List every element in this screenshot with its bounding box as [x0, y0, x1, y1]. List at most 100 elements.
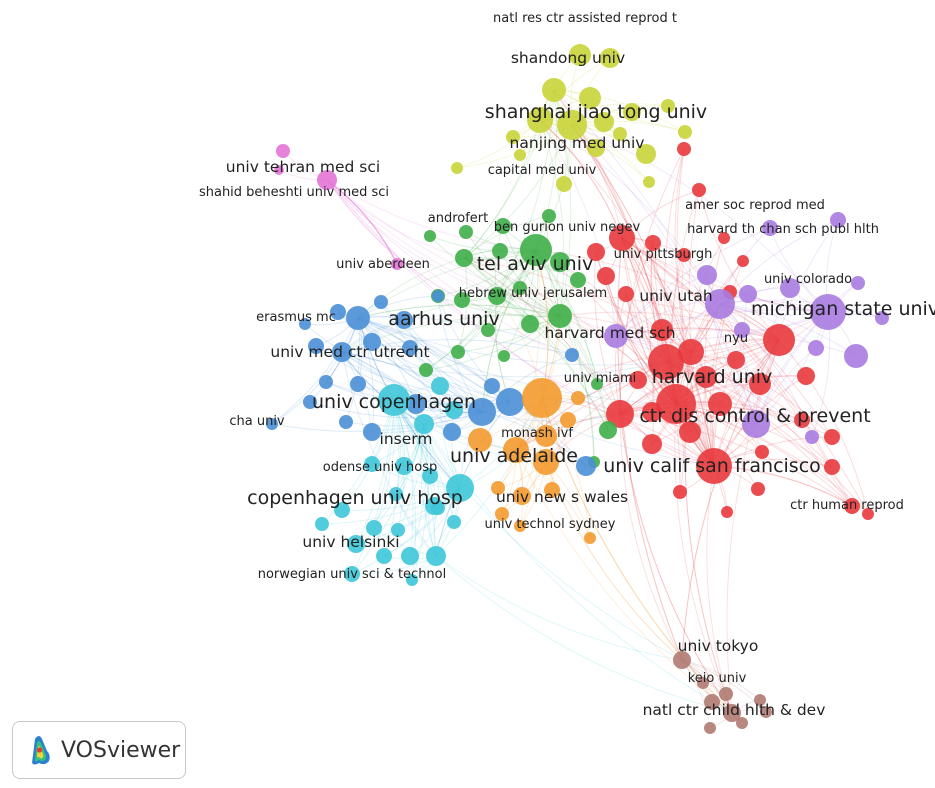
node-blue[interactable]	[484, 378, 500, 394]
node-green[interactable]	[550, 252, 570, 272]
node-yellow[interactable]	[451, 162, 463, 174]
node-cyan[interactable]	[445, 401, 463, 419]
node-red[interactable]	[844, 498, 860, 514]
node-brown[interactable]	[719, 687, 733, 701]
node-orange[interactable]	[503, 437, 529, 463]
node-green[interactable]	[455, 249, 473, 267]
node-orange[interactable]	[533, 449, 559, 475]
node-cyan[interactable]	[334, 502, 350, 518]
node-green[interactable]	[481, 323, 495, 337]
node-yellow[interactable]	[600, 48, 620, 68]
node-red[interactable]	[763, 324, 795, 356]
node-orange[interactable]	[513, 487, 531, 505]
node-label[interactable]: amer soc reprod med	[685, 198, 825, 213]
node-purple[interactable]	[808, 340, 824, 356]
node-red[interactable]	[609, 225, 635, 251]
node-label[interactable]: shanghai jiao tong univ	[485, 101, 707, 123]
node-cyan[interactable]	[406, 574, 418, 586]
node-green[interactable]	[599, 421, 617, 439]
node-red[interactable]	[696, 448, 732, 484]
node-label[interactable]: inserm	[380, 430, 433, 448]
node-purple[interactable]	[762, 220, 778, 236]
node-red[interactable]	[656, 384, 696, 424]
node-red[interactable]	[677, 248, 691, 262]
node-red[interactable]	[797, 367, 815, 385]
node-green[interactable]	[548, 304, 572, 328]
node-blue[interactable]	[363, 333, 381, 351]
node-red[interactable]	[737, 255, 749, 267]
node-pink[interactable]	[317, 170, 337, 190]
node-cyan[interactable]	[376, 548, 392, 564]
node-orange[interactable]	[560, 412, 576, 428]
node-red[interactable]	[692, 183, 706, 197]
node-label[interactable]: shahid beheshti univ med sci	[199, 185, 389, 200]
node-cyan[interactable]	[414, 414, 434, 434]
node-cyan[interactable]	[347, 535, 365, 553]
node-orange[interactable]	[544, 482, 560, 498]
node-yellow[interactable]	[613, 127, 627, 141]
node-yellow[interactable]	[557, 110, 587, 140]
node-cyan[interactable]	[447, 515, 461, 529]
node-blue[interactable]	[496, 388, 524, 416]
node-green[interactable]	[454, 292, 470, 308]
node-brown[interactable]	[704, 694, 720, 710]
node-red[interactable]	[642, 434, 662, 454]
node-red[interactable]	[645, 235, 661, 251]
node-purple[interactable]	[739, 285, 757, 303]
node-red[interactable]	[651, 319, 673, 341]
node-red[interactable]	[642, 402, 662, 422]
node-blue[interactable]	[432, 290, 444, 302]
node-purple[interactable]	[604, 324, 628, 348]
node-yellow[interactable]	[623, 103, 641, 121]
node-blue[interactable]	[303, 395, 317, 409]
node-red[interactable]	[749, 373, 771, 395]
node-purple[interactable]	[705, 289, 735, 319]
node-red[interactable]	[648, 344, 684, 380]
node-blue[interactable]	[406, 394, 426, 414]
node-cyan[interactable]	[401, 547, 419, 565]
node-yellow[interactable]	[661, 99, 675, 113]
node-purple[interactable]	[830, 212, 846, 228]
node-purple[interactable]	[810, 294, 846, 330]
node-label[interactable]: univ tehran med sci	[226, 158, 380, 176]
node-purple[interactable]	[875, 311, 889, 325]
node-blue[interactable]	[339, 415, 353, 429]
node-label[interactable]: ctr dis control & prevent	[639, 405, 870, 427]
node-red[interactable]	[673, 485, 687, 499]
node-green[interactable]	[492, 243, 508, 259]
node-blue[interactable]	[330, 304, 346, 320]
node-yellow[interactable]	[678, 125, 692, 139]
node-red[interactable]	[721, 506, 733, 518]
node-label[interactable]: shandong univ	[511, 49, 625, 67]
node-label[interactable]: univ med ctr utrecht	[270, 343, 429, 361]
node-orange[interactable]	[495, 507, 509, 521]
node-brown[interactable]	[673, 651, 691, 669]
node-blue[interactable]	[576, 456, 596, 476]
node-label[interactable]: univ tokyo	[678, 637, 759, 655]
node-label[interactable]: erasmus mc	[256, 310, 336, 325]
node-label[interactable]: norwegian univ sci & technol	[258, 567, 447, 582]
node-label[interactable]: ben gurion univ negev	[494, 220, 641, 235]
node-red[interactable]	[751, 482, 765, 496]
node-green[interactable]	[520, 234, 552, 266]
node-cyan[interactable]	[446, 474, 474, 502]
node-cyan[interactable]	[431, 377, 449, 395]
node-blue[interactable]	[319, 375, 333, 389]
node-green[interactable]	[521, 315, 539, 333]
node-label[interactable]: univ aberdeen	[336, 257, 430, 272]
node-label[interactable]: tel aviv univ	[477, 253, 594, 275]
node-purple[interactable]	[697, 265, 717, 285]
node-green[interactable]	[570, 272, 586, 288]
node-red[interactable]	[727, 351, 745, 369]
node-green[interactable]	[419, 363, 433, 377]
node-red[interactable]	[755, 445, 769, 459]
node-red[interactable]	[862, 508, 874, 520]
node-red[interactable]	[587, 243, 605, 261]
node-label[interactable]: univ technol sydney	[485, 517, 616, 532]
node-label[interactable]: univ utah	[639, 287, 712, 305]
node-label[interactable]: univ adelaide	[450, 445, 578, 467]
node-label[interactable]: cha univ	[229, 414, 285, 429]
node-yellow[interactable]	[542, 78, 566, 102]
node-red[interactable]	[718, 232, 730, 244]
node-label[interactable]: nanjing med univ	[510, 134, 645, 152]
